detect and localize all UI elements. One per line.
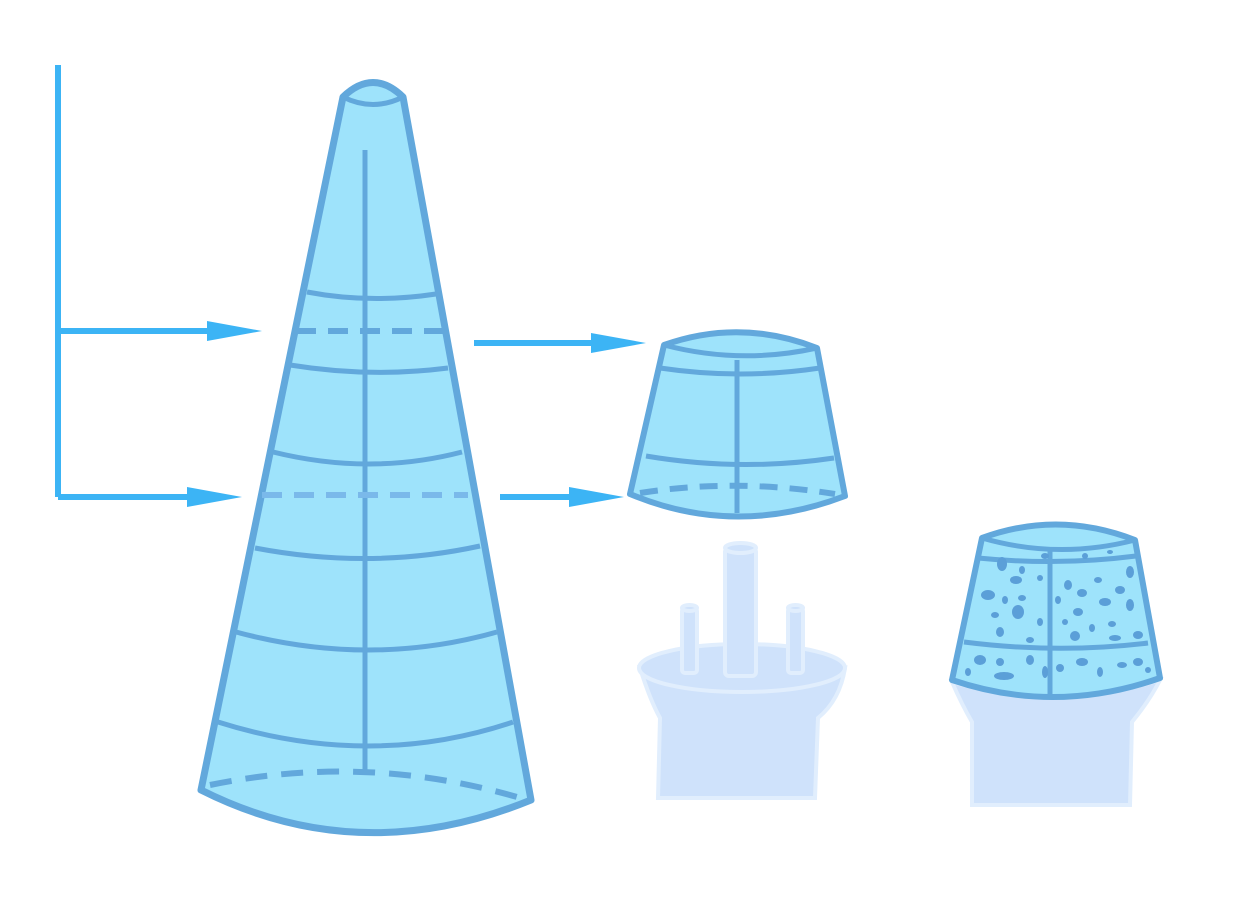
- bracket-arrows: [55, 65, 646, 507]
- cone-rings: [217, 289, 514, 749]
- segment-top-edge: [981, 535, 1136, 553]
- textured-segment: [948, 521, 1164, 807]
- frustum-ring: [659, 365, 821, 377]
- mount-right-post: [786, 606, 805, 675]
- conical-body: [197, 79, 535, 837]
- arrow-right-icon: [187, 487, 242, 507]
- frustum-hidden-edge: [639, 482, 836, 497]
- base-mount: [636, 541, 848, 800]
- cut-section: [627, 329, 848, 520]
- arrow-right-icon: [569, 487, 624, 507]
- bracket-line: [55, 65, 220, 500]
- segment-ring: [977, 553, 1137, 565]
- segment-texture-spots: [965, 550, 1151, 680]
- frustum-top-edge: [663, 342, 818, 359]
- cone-tip: [341, 94, 405, 107]
- mount-center-post: [723, 546, 758, 678]
- mount-center-post-top: [723, 541, 758, 555]
- cone-base-hidden-edge: [209, 768, 528, 803]
- mount-left-post-top: [680, 603, 699, 613]
- segment-ring: [963, 639, 1149, 651]
- arrow-right-icon: [591, 333, 646, 353]
- arrow-right-icon: [207, 321, 262, 341]
- mount-right-post-top: [786, 603, 805, 613]
- frustum-ring: [645, 453, 835, 467]
- mount-left-post: [680, 606, 699, 675]
